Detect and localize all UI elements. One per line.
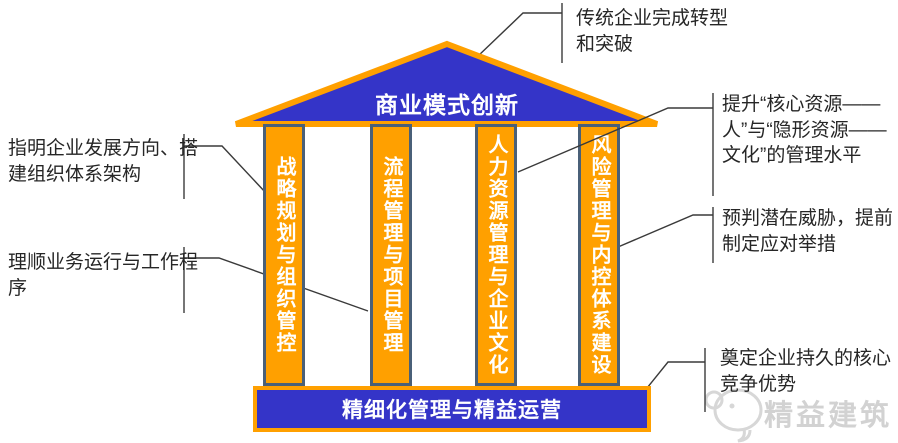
roof-label: 商业模式创新 <box>375 92 519 118</box>
pillar-strategy-label: 战略规划与组织管控 <box>273 156 295 354</box>
pillar-risk-label: 风险管理与内控体系建设 <box>588 134 610 376</box>
leader-roof-note <box>476 12 562 58</box>
leader-base-note <box>642 361 705 394</box>
callout-pillar3-note: 提升“核心资源——人”与“隐形资源——文化”的管理水平 <box>722 94 887 167</box>
leader-pillar2-note <box>184 257 369 312</box>
leader-pillar4-note <box>617 214 713 248</box>
roof-triangle <box>234 40 659 127</box>
speech-bubble-logo-icon <box>704 388 763 443</box>
pillar-process-label: 流程管理与项目管理 <box>380 156 402 354</box>
pillar-risk: 风险管理与内控体系建设 <box>578 124 620 386</box>
base-label: 精细化管理与精益运营 <box>342 399 562 422</box>
pillar-process: 流程管理与项目管理 <box>370 124 412 386</box>
callout-base-note: 奠定企业持久的核心竞争优势 <box>720 348 892 395</box>
pillar-strategy: 战略规划与组织管控 <box>263 124 305 386</box>
temple-base: 精细化管理与精益运营 <box>253 386 651 432</box>
leader-pillar1-note <box>184 145 267 194</box>
pillar-hr-label: 人力资源管理与企业文化 <box>485 134 507 376</box>
callout-pillar2-note: 理顺业务运行与工作程序 <box>8 252 199 299</box>
pillar-hr: 人力资源管理与企业文化 <box>475 124 517 386</box>
watermark-text: 精益建筑 <box>764 400 893 432</box>
leader-pillar3-note <box>517 107 713 173</box>
callout-pillar1-note: 指明企业发展方向、搭建组织体系架构 <box>8 138 199 185</box>
callout-pillar4-note: 预判潜在威胁，提前制定应对举措 <box>722 208 894 255</box>
callout-roof-note: 传统企业完成转型和突破 <box>576 8 729 55</box>
watermark-logo: 精益建筑 <box>704 384 898 443</box>
